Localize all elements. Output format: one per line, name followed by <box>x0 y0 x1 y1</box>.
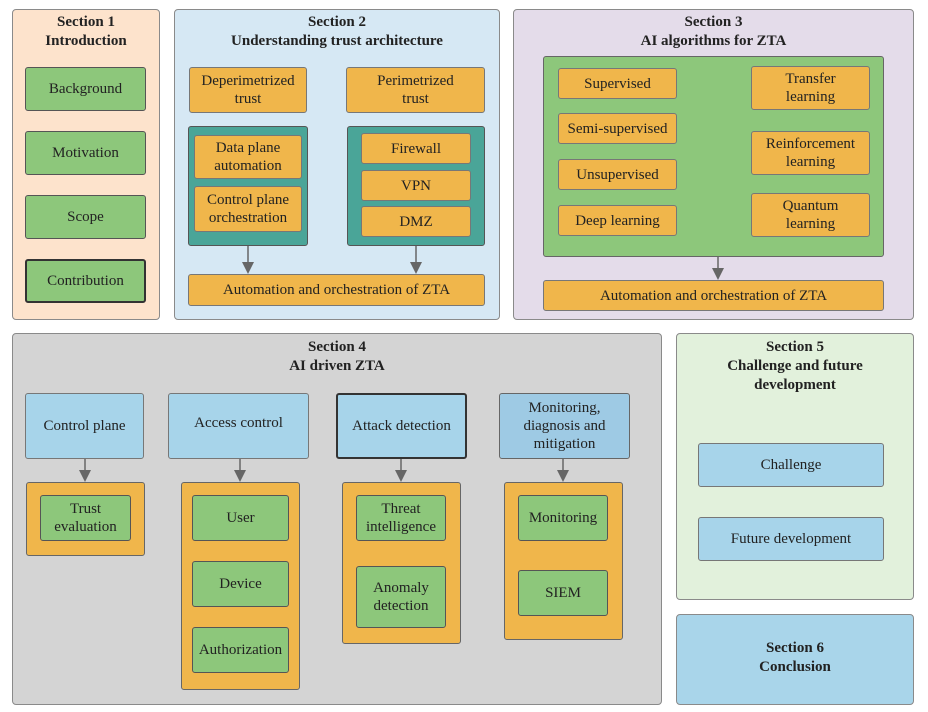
section-6-name: Conclusion <box>759 659 831 675</box>
monitoring-diagnosis-mitigation-header: Monitoring, diagnosis and mitigation <box>499 393 630 459</box>
dmz-box: DMZ <box>361 206 471 237</box>
section-5-number: Section 5 <box>766 339 824 355</box>
access-control-header: Access control <box>168 393 309 459</box>
section-1-name: Introduction <box>45 33 127 49</box>
reinforcement-learning-box: Reinforcement learning <box>751 131 870 175</box>
section-3-title: Section 3 AI algorithms for ZTA <box>514 13 913 51</box>
section-2-automation-box: Automation and orchestration of ZTA <box>188 274 485 306</box>
attack-detection-header: Attack detection <box>336 393 467 459</box>
section-6-title: Section 6 Conclusion <box>677 639 913 677</box>
section-6: Section 6 Conclusion <box>676 614 914 705</box>
motivation-box: Motivation <box>25 131 146 175</box>
anomaly-detection-box: Anomaly detection <box>356 566 446 628</box>
section-4-title: Section 4 AI driven ZTA <box>13 338 661 376</box>
trust-evaluation-box: Trust evaluation <box>40 495 131 541</box>
control-plane-orchestration-box: Control plane orchestration <box>194 186 302 232</box>
quantum-learning-box: Quantum learning <box>751 193 870 237</box>
future-development-box: Future development <box>698 517 884 561</box>
section-2-name: Understanding trust architecture <box>231 33 443 49</box>
threat-intelligence-box: Threat intelligence <box>356 495 446 541</box>
section-4-number: Section 4 <box>308 339 366 355</box>
section-5-name: Challenge and future development <box>727 358 863 393</box>
challenge-box: Challenge <box>698 443 884 487</box>
deep-learning-box: Deep learning <box>558 205 677 236</box>
section-4-name: AI driven ZTA <box>289 358 385 374</box>
contribution-box: Contribution <box>25 259 146 303</box>
section-2-title: Section 2 Understanding trust architectu… <box>175 13 499 51</box>
background-box: Background <box>25 67 146 111</box>
user-box: User <box>192 495 289 541</box>
vpn-box: VPN <box>361 170 471 201</box>
control-plane-header: Control plane <box>25 393 144 459</box>
unsupervised-box: Unsupervised <box>558 159 677 190</box>
supervised-box: Supervised <box>558 68 677 99</box>
perimetrized-trust-box: Perimetrized trust <box>346 67 485 113</box>
section-2-number: Section 2 <box>308 14 366 30</box>
section-5-title: Section 5 Challenge and future developme… <box>677 338 913 395</box>
data-plane-automation-box: Data plane automation <box>194 135 302 179</box>
section-3-number: Section 3 <box>684 14 743 30</box>
section-3-automation-box: Automation and orchestration of ZTA <box>543 280 884 311</box>
deperimetrized-trust-box: Deperimetrized trust <box>189 67 307 113</box>
siem-box: SIEM <box>518 570 608 616</box>
device-box: Device <box>192 561 289 607</box>
transfer-learning-box: Transfer learning <box>751 66 870 110</box>
monitoring-box: Monitoring <box>518 495 608 541</box>
section-1-number: Section 1 <box>57 14 115 30</box>
firewall-box: Firewall <box>361 133 471 164</box>
section-6-number: Section 6 <box>766 640 824 656</box>
section-3-name: AI algorithms for ZTA <box>640 33 787 49</box>
semi-supervised-box: Semi-supervised <box>558 113 677 144</box>
authorization-box: Authorization <box>192 627 289 673</box>
scope-box: Scope <box>25 195 146 239</box>
section-1-title: Section 1 Introduction <box>13 13 159 51</box>
